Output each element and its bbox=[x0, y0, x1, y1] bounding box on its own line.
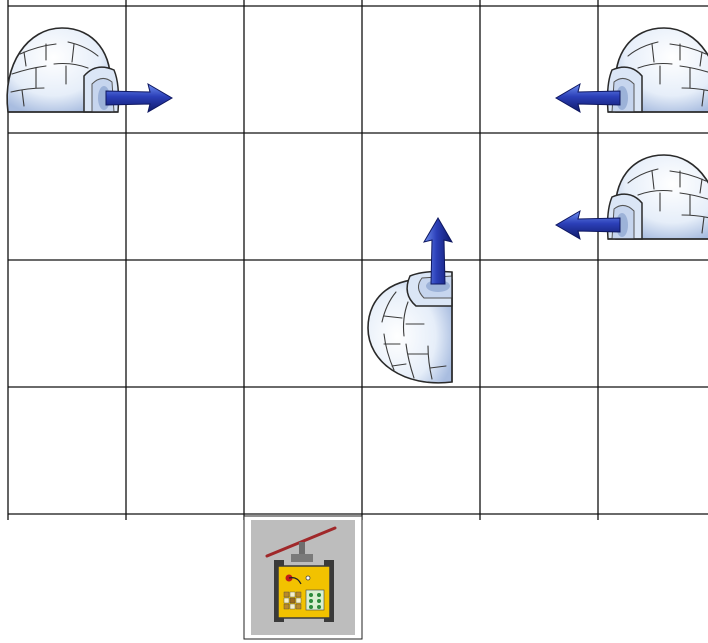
board-cell-r3c5[interactable] bbox=[598, 387, 708, 514]
robot-dock bbox=[244, 516, 362, 639]
board-cell-r2c2[interactable] bbox=[244, 260, 362, 387]
board-cell-r2c5[interactable] bbox=[598, 260, 708, 387]
robot-icon[interactable] bbox=[251, 520, 355, 635]
board-cell-r3c4[interactable] bbox=[480, 387, 598, 514]
board-cell-r2c1[interactable] bbox=[126, 260, 244, 387]
board-cell-r1c2[interactable] bbox=[244, 133, 362, 260]
board-cell-r3c2[interactable] bbox=[244, 387, 362, 514]
board-cell-r0c1[interactable] bbox=[126, 6, 244, 133]
board-cell-r0c2[interactable] bbox=[244, 6, 362, 133]
board-cell-r2c4[interactable] bbox=[480, 260, 598, 387]
board-cell-r1c4[interactable] bbox=[480, 133, 598, 260]
board-cell-r2c0[interactable] bbox=[8, 260, 126, 387]
board-cell-r0c4[interactable] bbox=[480, 6, 598, 133]
board-cell-r1c3[interactable] bbox=[362, 133, 480, 260]
board-cell-r3c3[interactable] bbox=[362, 387, 480, 514]
board-cell-r0c3[interactable] bbox=[362, 6, 480, 133]
board-cell-r1c0[interactable] bbox=[8, 133, 126, 260]
board-cell-r1c1[interactable] bbox=[126, 133, 244, 260]
board-cell-r3c0[interactable] bbox=[8, 387, 126, 514]
board-cell-r3c1[interactable] bbox=[126, 387, 244, 514]
